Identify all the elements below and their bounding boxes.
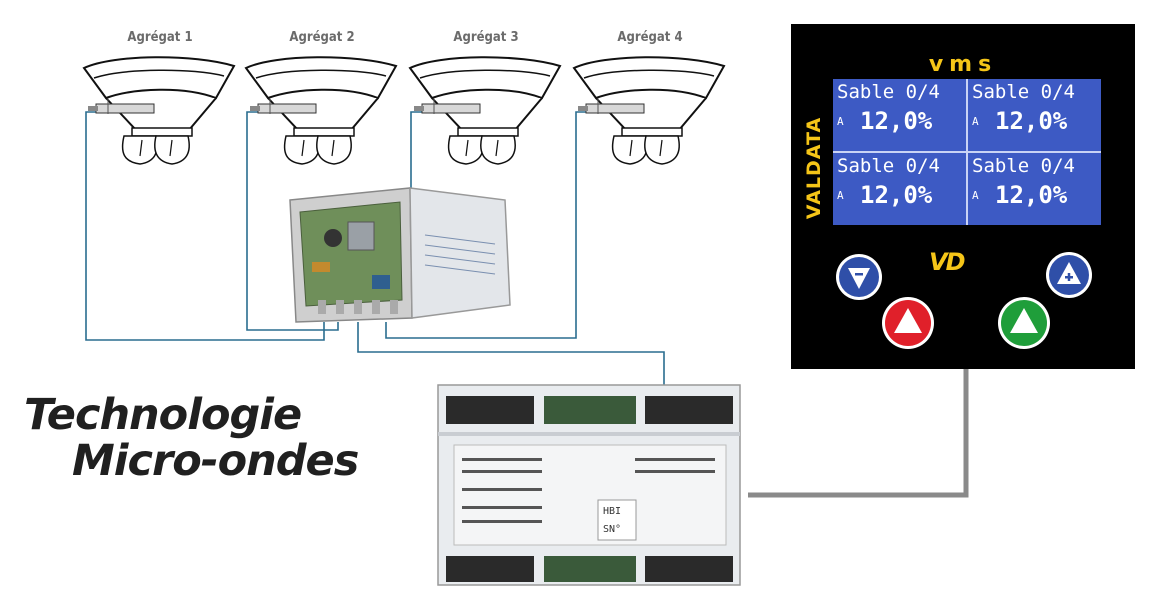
green-up-button[interactable] xyxy=(997,296,1051,350)
channel-4-id: A xyxy=(972,189,979,202)
channel-3-value: 12,0% xyxy=(860,181,933,209)
controller-module: HBI SN° xyxy=(437,384,741,586)
channel-4-value: 12,0% xyxy=(995,181,1068,209)
channel-cell-2: Sable 0/4 A 12,0% xyxy=(968,79,1101,151)
channel-1-value: 12,0% xyxy=(860,107,933,135)
controller-hbi: HBI xyxy=(603,506,621,517)
tagline-line-2: Micro-ondes xyxy=(72,436,359,486)
wire-junction-controller xyxy=(357,322,665,390)
channel-2-value: 12,0% xyxy=(995,107,1068,135)
channel-1-id: A xyxy=(837,115,844,128)
hopper-label-4: Agrégat 4 xyxy=(617,30,683,45)
hopper-label-3: Agrégat 3 xyxy=(453,30,519,45)
wire-sensor-2 xyxy=(246,111,339,331)
channel-cell-1: Sable 0/4 A 12,0% xyxy=(833,79,966,151)
hopper-3 xyxy=(409,56,561,165)
red-up-button[interactable] xyxy=(881,296,935,350)
vms-display-unit: vms VALDATA Sable 0/4 A 12,0% Sable 0/4 … xyxy=(791,24,1135,369)
screen-divider-v xyxy=(966,79,968,225)
valdata-brand-text: VALDATA xyxy=(803,116,825,219)
vms-logo: vms xyxy=(928,52,998,77)
wire-sensor-3 xyxy=(410,111,422,188)
channel-3-material: Sable 0/4 xyxy=(837,155,940,177)
wire-sensor-4 xyxy=(385,111,586,339)
sensor-wiring xyxy=(85,111,665,390)
channel-2-material: Sable 0/4 xyxy=(972,81,1075,103)
channel-4-material: Sable 0/4 xyxy=(972,155,1075,177)
hopper-2 xyxy=(245,56,397,165)
tagline: Technologie Micro-ondes xyxy=(24,390,359,486)
minus-button[interactable] xyxy=(835,253,883,301)
wire-sensor-1 xyxy=(85,111,325,341)
channel-3-id: A xyxy=(837,189,844,202)
channel-cell-4: Sable 0/4 A 12,0% xyxy=(968,153,1101,225)
hopper-4 xyxy=(573,56,725,165)
channel-2-id: A xyxy=(972,115,979,128)
hopper-label-1: Agrégat 1 xyxy=(127,30,193,45)
channel-1-material: Sable 0/4 xyxy=(837,81,940,103)
hopper-1 xyxy=(83,56,235,165)
vd-logo: VD xyxy=(929,248,965,276)
junction-box xyxy=(289,187,511,323)
valdata-brand: VALDATA xyxy=(803,90,825,245)
tagline-line-1: Technologie xyxy=(24,390,302,440)
controller-sn: SN° xyxy=(603,524,621,535)
vms-screen: Sable 0/4 A 12,0% Sable 0/4 A 12,0% Sabl… xyxy=(833,79,1101,225)
channel-cell-3: Sable 0/4 A 12,0% xyxy=(833,153,966,225)
cable-controller-vms xyxy=(748,369,969,498)
hopper-label-2: Agrégat 2 xyxy=(289,30,355,45)
plus-button[interactable] xyxy=(1045,251,1093,299)
